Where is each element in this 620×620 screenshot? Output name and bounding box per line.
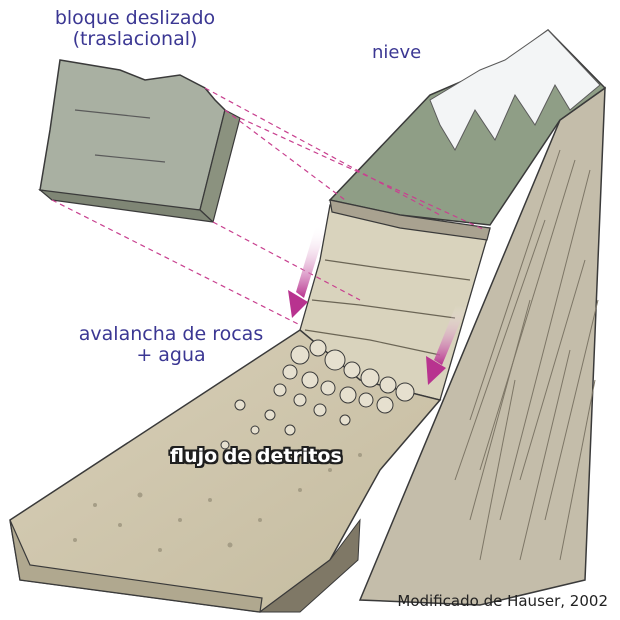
label-block-line2: (traslacional) [20, 29, 250, 50]
label-translational-block: bloque deslizado (traslacional) [20, 8, 250, 50]
label-rock-avalanche: avalancha de rocas + agua [46, 324, 296, 366]
source-credit: Modificado de Hauser, 2002 [397, 592, 608, 610]
label-snow: nieve [372, 42, 421, 63]
label-debris-flow: flujo de detritos [170, 445, 342, 467]
label-block-line1: bloque deslizado [20, 8, 250, 29]
label-avalanche-line2: + agua [46, 345, 296, 366]
label-avalanche-line1: avalancha de rocas [46, 324, 296, 345]
detached-block [40, 60, 240, 222]
